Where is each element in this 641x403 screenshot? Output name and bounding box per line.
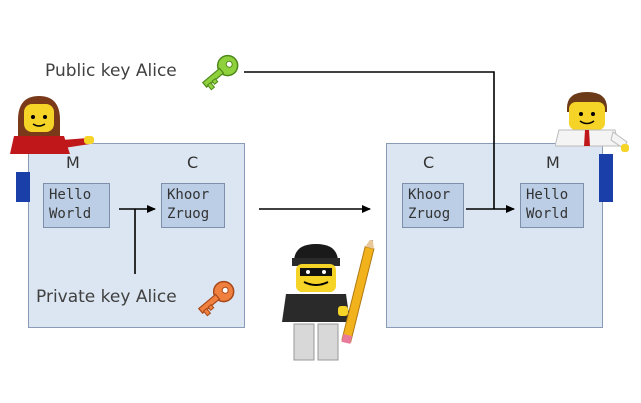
public-key-icon xyxy=(201,54,239,91)
receiver-ciphertext-line-1: Khoor xyxy=(408,187,451,203)
sender-cipher-header: C xyxy=(187,153,199,172)
sender-ciphertext-line-2: Zruog xyxy=(167,206,210,222)
receiver-cipher-header: C xyxy=(423,153,435,172)
public-key-label: Public key Alice xyxy=(45,61,177,81)
eve-figure-icon xyxy=(282,240,375,361)
sender-plaintext-line-1: Hello xyxy=(49,187,92,203)
receiver-ciphertext-box: Khoor Zruog xyxy=(402,183,464,228)
private-key-label: Private key Alice xyxy=(36,287,177,307)
receiver-plaintext-line-2: World xyxy=(526,206,569,222)
receiver-plain-header: M xyxy=(546,153,560,172)
sender-plaintext-line-2: World xyxy=(49,206,92,222)
receiver-plaintext-line-1: Hello xyxy=(526,187,569,203)
sender-plaintext-box: Hello World xyxy=(43,183,110,228)
sender-plain-header: M xyxy=(66,153,80,172)
receiver-plaintext-box: Hello World xyxy=(520,183,584,228)
receiver-ciphertext-line-2: Zruog xyxy=(408,206,451,222)
bob-figure-icon xyxy=(555,92,629,202)
sender-ciphertext-box: Khoor Zruog xyxy=(161,183,225,228)
private-key-icon xyxy=(197,280,235,317)
sender-ciphertext-line-1: Khoor xyxy=(167,187,210,203)
alice-figure-icon xyxy=(10,96,94,202)
